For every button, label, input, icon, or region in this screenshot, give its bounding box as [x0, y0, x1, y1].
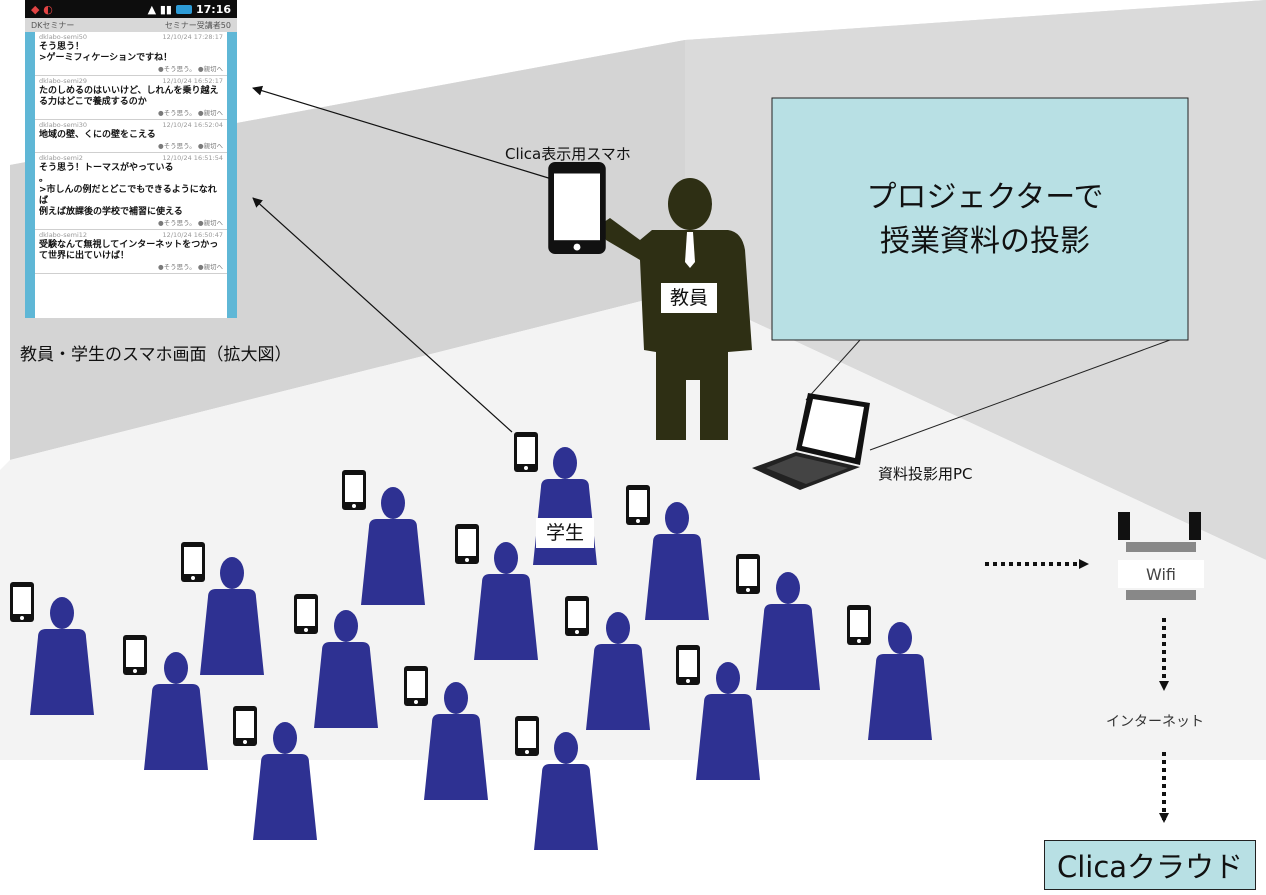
- message-time: 12/10/24 16:50:47: [162, 231, 223, 239]
- student-phone-icon: [181, 542, 205, 582]
- student-phone-icon: [123, 635, 147, 675]
- message-text: 地域の壁、くにの壁をこえる: [39, 130, 156, 140]
- message-actions[interactable]: ●そう思う。 ●親切へ: [157, 219, 223, 227]
- projection-line-2: 授業資料の投影: [880, 224, 1090, 259]
- message-user: dklabo-semi2: [39, 154, 83, 162]
- app-title: DKセミナー: [31, 20, 75, 30]
- message-time: 12/10/24 16:52:04: [162, 121, 223, 129]
- wifi-router-icon: [1118, 512, 1201, 600]
- phone-status-bar: ◆ ◐ ▲ ▮▮ 17:16: [25, 0, 237, 18]
- message-actions[interactable]: ●そう思う。 ●親切へ: [157, 65, 223, 73]
- floor: [0, 290, 1266, 760]
- cloud-box: Clicaクラウド: [1044, 840, 1256, 890]
- message-user: dklabo-semi29: [39, 77, 88, 85]
- projector-beam-right: [869, 339, 1171, 451]
- message-text: そう思う！ >ゲーミフィケーションですね！: [39, 42, 173, 63]
- message-actions[interactable]: ●そう思う。 ●親切へ: [157, 109, 223, 117]
- student-phone-icon: [233, 706, 257, 746]
- student-phone-icon: [847, 605, 871, 645]
- message-text: そう思う！トーマスがやっている 。 >市しんの例だとどこでもできるようになれば …: [39, 163, 217, 217]
- projector-beam-left: [805, 339, 861, 401]
- message-actions[interactable]: ●そう思う。 ●親切へ: [157, 142, 223, 150]
- student-label: 学生: [536, 518, 594, 548]
- notification-icon: ◆ ◐: [31, 2, 53, 16]
- phone-caption: 教員・学生のスマホ画面（拡大図）: [20, 345, 292, 365]
- student-phone-icon: [676, 645, 700, 685]
- teacher-label: 教員: [661, 283, 717, 313]
- floor-foreground: [0, 760, 1266, 895]
- message-meta: dklabo-semi12 12/10/24 16:50:47: [39, 231, 223, 240]
- message-user: dklabo-semi12: [39, 231, 88, 239]
- laptop-icon: [752, 393, 870, 490]
- message-time: 12/10/24 16:51:54: [162, 154, 223, 162]
- teacher-tie: [685, 232, 695, 268]
- arrow-teacher-phone: [252, 85, 556, 181]
- message-item: dklabo-semi30 12/10/24 16:52:04 地域の壁、くにの壁を…: [35, 120, 227, 153]
- message-user: dklabo-semi30: [39, 121, 88, 129]
- student-phone-icon: [10, 582, 34, 622]
- message-meta: dklabo-semi30 12/10/24 16:52:04: [39, 121, 223, 130]
- teacher-phone-label: Clica表示用スマホ: [505, 145, 631, 163]
- message-actions[interactable]: ●そう思う。 ●親切へ: [157, 263, 223, 271]
- battery-icon: [175, 4, 192, 14]
- signal-icon: ▲ ▮▮: [147, 2, 172, 16]
- message-text: たのしめるのはいいけど、しれんを乗り越える力はどこで養成するのか: [39, 86, 219, 107]
- projection-screen-text: プロジェクターで 授業資料の投影: [782, 100, 1188, 340]
- app-user: セミナー受講者50: [164, 20, 231, 30]
- message-meta: dklabo-semi29 12/10/24 16:52:17: [39, 77, 223, 86]
- student-phone-icon: [515, 716, 539, 756]
- student-phone-icon: [565, 596, 589, 636]
- student-phone-icon: [294, 594, 318, 634]
- pc-label: 資料投影用PC: [878, 465, 973, 483]
- teacher-figure: [598, 178, 752, 440]
- student-phone-icon: [455, 524, 479, 564]
- message-meta: dklabo-semi2 12/10/24 16:51:54: [39, 154, 223, 163]
- projection-screen: [771, 97, 1189, 341]
- projection-line-1: プロジェクターで: [866, 180, 1104, 215]
- student-phone-icon: [626, 485, 650, 525]
- phone-app-header: DKセミナー セミナー受講者50: [25, 18, 237, 32]
- message-user: dklabo-semi50: [39, 33, 88, 41]
- arrow-student-phone: [252, 197, 513, 433]
- message-time: 12/10/24 17:28:17: [162, 33, 223, 41]
- message-time: 12/10/24 16:52:17: [162, 77, 223, 85]
- internet-label: インターネット: [1106, 714, 1204, 730]
- message-meta: dklabo-semi50 12/10/24 17:28:17: [39, 33, 223, 42]
- message-text: 受験なんて無視してインターネットをつかって世界に出ていけば！: [39, 240, 219, 261]
- wifi-label: Wifi: [1118, 560, 1204, 588]
- student-phone-icon: [736, 554, 760, 594]
- student-phone-icon: [342, 470, 366, 510]
- student-phone-icon: [404, 666, 428, 706]
- student-phone-icon: [514, 432, 538, 472]
- phone-screen-zoom: ◆ ◐ ▲ ▮▮ 17:16 DKセミナー セミナー受講者50 dklabo-s…: [25, 0, 237, 318]
- phone-time: 17:16: [195, 2, 231, 16]
- teacher-phone-icon: [548, 162, 606, 254]
